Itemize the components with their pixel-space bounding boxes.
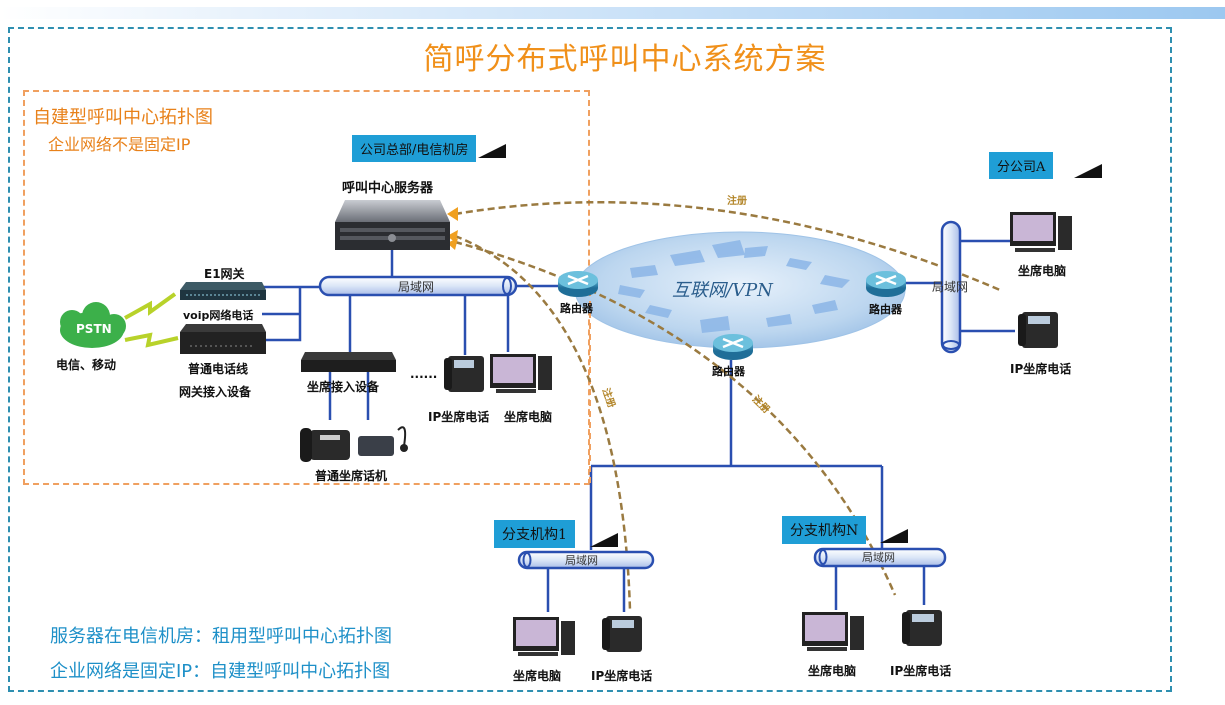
pstn-label: PSTN	[76, 322, 112, 336]
note-rental: 服务器在电信机房：租用型呼叫中心拓扑图	[50, 626, 392, 647]
hq-tag: 公司总部/电信机房	[352, 135, 477, 162]
branch-a-router-label: 路由器	[869, 303, 902, 316]
branch-n-tag: 分支机构N	[782, 516, 867, 544]
register-path-branch-n	[454, 240, 897, 596]
arrow-tile	[766, 314, 792, 327]
branch-1-lan-pipe	[517, 550, 655, 570]
outer-frame	[8, 27, 1172, 692]
self-built-subheading: 企业网络不是固定IP	[48, 135, 191, 154]
branch-n-lan-label: 局域网	[862, 551, 895, 564]
router-label-bottom: 路由器	[712, 365, 745, 378]
arrow-tile	[712, 240, 745, 258]
branch-a-tag: 分公司A	[989, 152, 1054, 179]
branch-n-lan-pipe	[813, 547, 947, 568]
diagram-title: 简呼分布式呼叫中心系统方案	[423, 42, 827, 77]
analog-phone-icon	[300, 428, 350, 462]
internet-label: 互联网/VPN	[672, 280, 773, 301]
analog-gateway-icon	[180, 324, 266, 354]
branch-1-tag: 分支机构1	[494, 520, 575, 548]
note-self-built: 企业网络是固定IP：自建型呼叫中心拓扑图	[50, 661, 391, 682]
branch-a-lan-label: 局域网	[932, 280, 969, 294]
top-gradient-bar	[0, 7, 1225, 19]
hq-tag-tail	[478, 144, 506, 158]
register-path-branch-a	[454, 201, 1001, 292]
seat-pc-icon	[513, 617, 575, 656]
seat-access-device-icon	[301, 352, 396, 372]
network-links	[262, 239, 1015, 612]
register-paths	[454, 201, 1001, 611]
arrow-tile	[670, 250, 705, 266]
self-built-heading: 自建型呼叫中心拓扑图	[33, 107, 213, 128]
branch-a-tag-tail	[1074, 164, 1102, 178]
seat-access-label: 坐席接入设备	[307, 380, 380, 394]
call-center-server-icon	[335, 200, 450, 250]
seat-pc-icon	[1010, 212, 1072, 252]
arrow-tile	[645, 305, 672, 318]
branch-a-pc-label: 坐席电脑	[1018, 264, 1067, 278]
ip-phone-icon	[1018, 312, 1058, 348]
hq-ip-phone-label: IP坐席电话	[428, 410, 490, 424]
arrow-tile	[786, 258, 812, 270]
server-label: 呼叫中心服务器	[342, 181, 434, 196]
branch-n-pc-label: 坐席电脑	[808, 664, 857, 678]
voip-label: voip网络电话	[183, 309, 254, 322]
router-icon	[558, 271, 598, 297]
hq-lan-pipe	[318, 275, 518, 297]
arrow-tile	[744, 246, 768, 258]
register-arrowheads	[447, 207, 458, 250]
hq-pc-label: 坐席电脑	[504, 410, 553, 424]
wireless-link-icon	[124, 332, 179, 348]
branch-a-lan-pipe	[940, 220, 962, 354]
arrow-tile	[812, 300, 838, 314]
router-label-left: 路由器	[560, 302, 593, 315]
branch-n-phone-label: IP坐席电话	[890, 664, 952, 678]
arrow-tile	[630, 265, 658, 278]
link-analog-gw-lan	[262, 287, 302, 342]
e1-gateway-icon	[180, 282, 266, 300]
branch-1-phone-label: IP坐席电话	[591, 669, 653, 683]
seat-pc-icon	[802, 612, 864, 651]
ip-phone-icon	[902, 610, 942, 646]
e1-gateway-label: E1网关	[204, 267, 245, 281]
arrow-tile	[700, 316, 730, 333]
router-icon	[866, 271, 906, 297]
register-label-top: 注册	[727, 196, 747, 207]
carrier-label: 电信、移动	[56, 358, 117, 372]
branch-1-tag-tail	[590, 533, 618, 547]
seat-pc-icon	[490, 354, 552, 393]
branch-1-lan-label: 局域网	[565, 554, 598, 567]
router-icon	[713, 334, 753, 360]
arrowhead-icon	[447, 207, 458, 221]
pstn-cloud-icon	[60, 302, 126, 348]
hq-lan-label: 局域网	[398, 280, 435, 294]
arrow-tile	[820, 275, 850, 288]
ip-phone-icon	[444, 356, 484, 392]
analog-line-label: 普通电话线	[188, 362, 249, 376]
branch-a-phone-label: IP坐席电话	[1010, 362, 1072, 376]
wireless-link-icon	[124, 292, 177, 320]
gateway-device-label: 网关接入设备	[179, 385, 252, 399]
analog-phone-label: 普通坐席话机	[315, 469, 388, 483]
headset-phone-icon	[358, 426, 408, 456]
ip-phone-icon	[602, 616, 642, 652]
register-path-branch-1	[454, 234, 632, 611]
branch-n-tag-tail	[880, 529, 908, 543]
branch-1-pc-label: 坐席电脑	[513, 669, 562, 683]
arrowhead-icon	[447, 238, 458, 250]
arrow-tile	[618, 285, 645, 298]
ellipsis-label: ......	[410, 367, 438, 381]
